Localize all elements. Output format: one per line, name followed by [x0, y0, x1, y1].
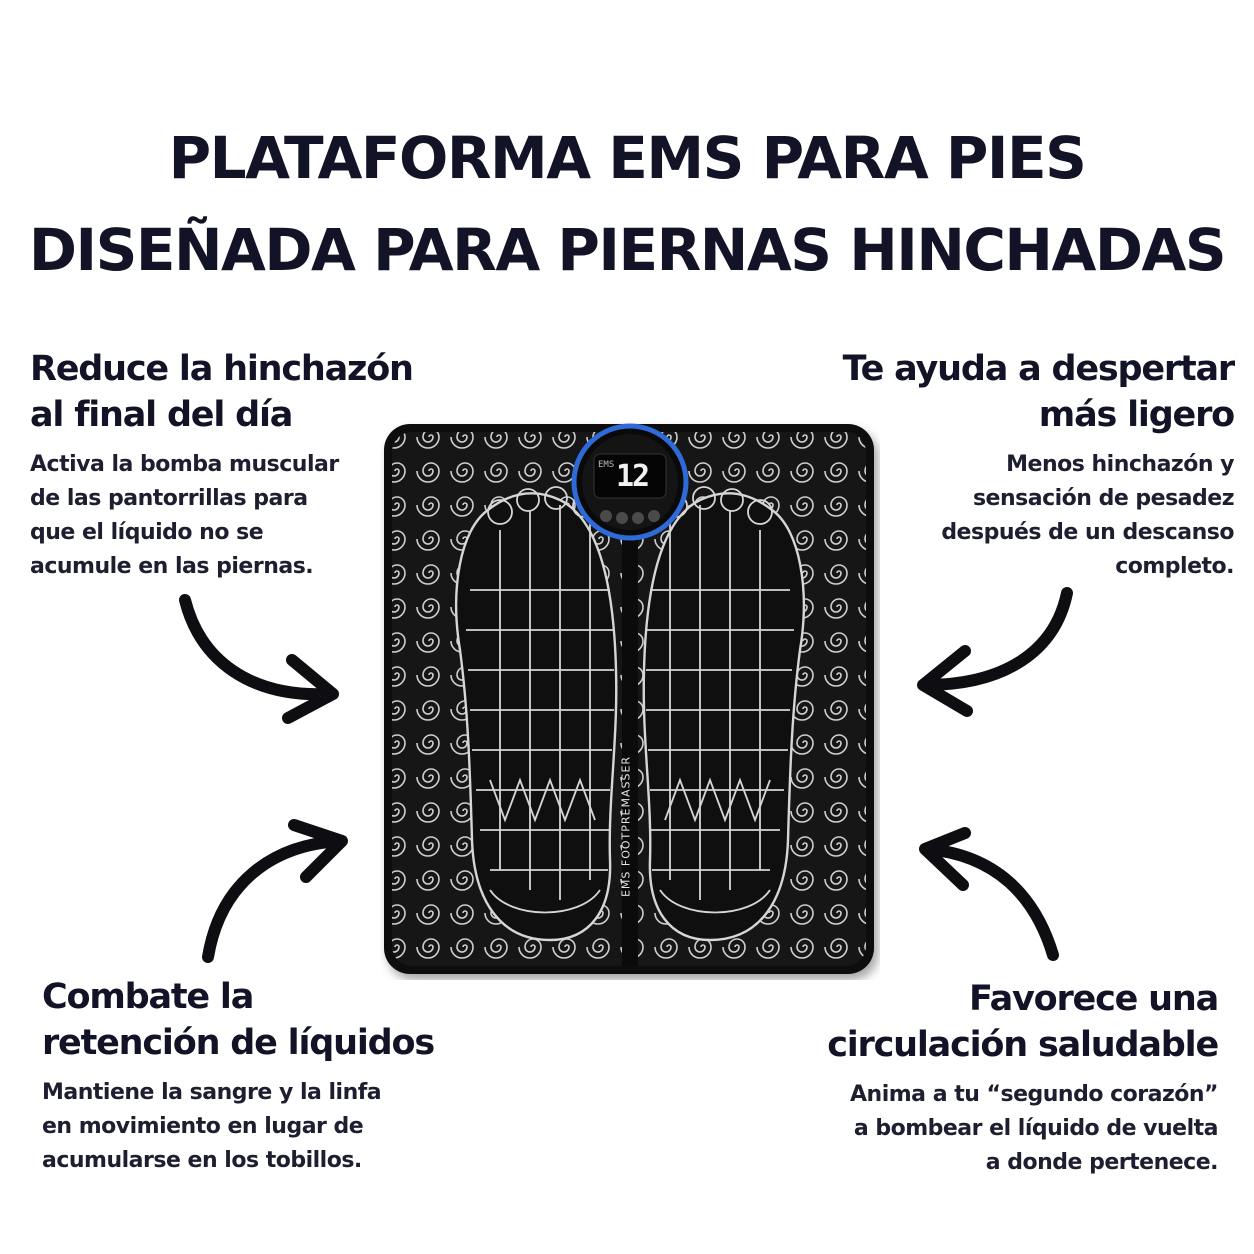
- feature-heading: Te ayuda a despertar más ligero: [842, 349, 1236, 435]
- feature-heading: Favorece una circulación saludable: [827, 979, 1219, 1065]
- feature-healthy-circulation: Favorece una circulación saludable Anima…: [758, 976, 1219, 1180]
- feature-description: Menos hinchazón y sensación de pesadez d…: [941, 452, 1234, 579]
- curved-arrow-icon: [917, 587, 1073, 717]
- ems-foot-massager-mat: EMS 12 EMS FOOTPREMASSER: [380, 420, 880, 980]
- curved-arrow-icon: [919, 827, 1059, 961]
- feature-heading: Combate la retención de líquidos: [42, 977, 435, 1063]
- curved-arrow-icon: [179, 594, 339, 724]
- mode-indicator-label: EMS: [598, 460, 615, 470]
- feature-fluid-retention: Combate la retención de líquidos Mantien…: [42, 974, 482, 1178]
- feature-heading: Reduce la hinchazón al final del día: [30, 349, 414, 435]
- device-side-label: EMS FOOTPREMASSER: [619, 755, 633, 898]
- feature-description: Activa la bomba muscular de las pantorri…: [30, 452, 339, 579]
- title-line-1: PLATAFORMA EMS PARA PIES: [168, 124, 1087, 192]
- intensity-display: 12: [616, 459, 650, 494]
- feature-description: Mantiene la sangre y la linfa en movimie…: [42, 1080, 382, 1173]
- feature-reduce-swelling: Reduce la hinchazón al final del día Act…: [30, 346, 470, 584]
- curved-arrow-icon: [202, 819, 348, 963]
- title-line-2: DISEÑADA PARA PIERNAS HINCHADAS: [28, 216, 1227, 284]
- page-title: PLATAFORMA EMS PARA PIES DISEÑADA PARA P…: [0, 112, 1254, 296]
- feature-wake-lighter: Te ayuda a despertar más ligero Menos hi…: [794, 346, 1236, 584]
- mat-illustration: [384, 423, 874, 974]
- feature-description: Anima a tu “segundo corazón” a bombear e…: [850, 1082, 1218, 1175]
